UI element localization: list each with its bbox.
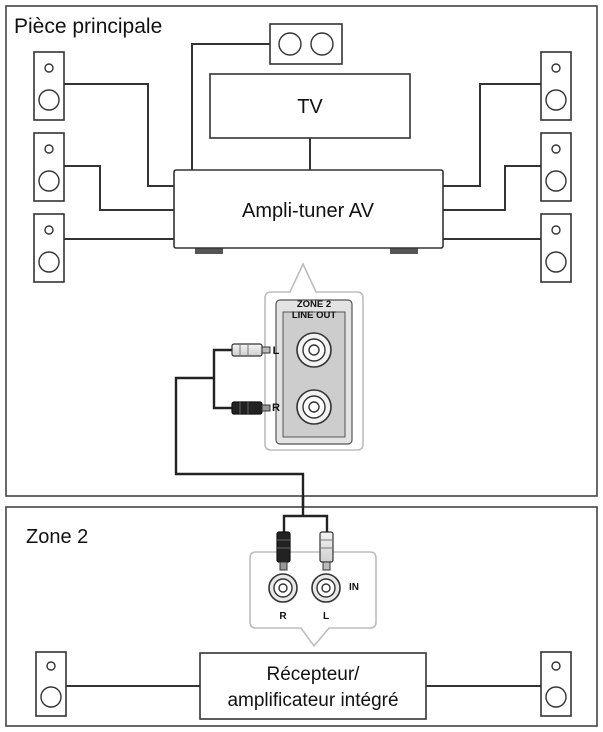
- plug-right-black: [231, 401, 271, 415]
- plug-left-white: [231, 343, 271, 357]
- lineout-left-label: L: [273, 345, 280, 357]
- speaker-front-right: [540, 51, 572, 121]
- receiver-label: Ampli-tuner AV: [242, 200, 375, 222]
- zone2-speaker-left: [35, 651, 67, 717]
- speaker-back-left: [33, 213, 65, 283]
- main-room-wiring: [64, 43, 541, 240]
- lineout-left-jack: [296, 332, 332, 368]
- zone2-input-right-jack: [268, 573, 298, 603]
- speaker-front-left: [33, 51, 65, 121]
- zone2-lineout-callout: ZONE 2 LINE OUT L R: [264, 262, 364, 451]
- zone2-input-l-label: L: [323, 611, 329, 622]
- zone2-input-r-label: R: [279, 611, 287, 622]
- zone2-amp-label-line2: amplificateur intégré: [227, 690, 398, 711]
- zone2-input-in-label: IN: [349, 582, 359, 593]
- lineout-right-jack: [296, 389, 332, 425]
- tv-box: TV: [209, 73, 411, 139]
- zone2-amp-label-line1: Récepteur/: [267, 664, 361, 685]
- zone2-plug-left-white: [319, 531, 334, 571]
- zone2-title: Zone 2: [26, 526, 88, 548]
- zone2-input-left-jack: [311, 573, 341, 603]
- zone2-input-callout: IN R L: [249, 531, 377, 648]
- zone2-amplifier: Récepteur/ amplificateur intégré: [199, 652, 427, 720]
- speaker-surround-right: [540, 132, 572, 202]
- lineout-right-label: R: [272, 402, 280, 414]
- lineout-title-line1: ZONE 2: [297, 299, 331, 310]
- tv-label: TV: [297, 96, 323, 118]
- zone2-plug-right-black: [276, 531, 291, 571]
- av-receiver: Ampli-tuner AV: [173, 169, 444, 254]
- zone2-speaker-right: [540, 651, 572, 717]
- speaker-surround-left: [33, 132, 65, 202]
- center-speaker: [269, 23, 343, 65]
- main-room-title: Pièce principale: [14, 15, 162, 38]
- speaker-back-right: [540, 213, 572, 283]
- lineout-title-line2: LINE OUT: [292, 310, 337, 321]
